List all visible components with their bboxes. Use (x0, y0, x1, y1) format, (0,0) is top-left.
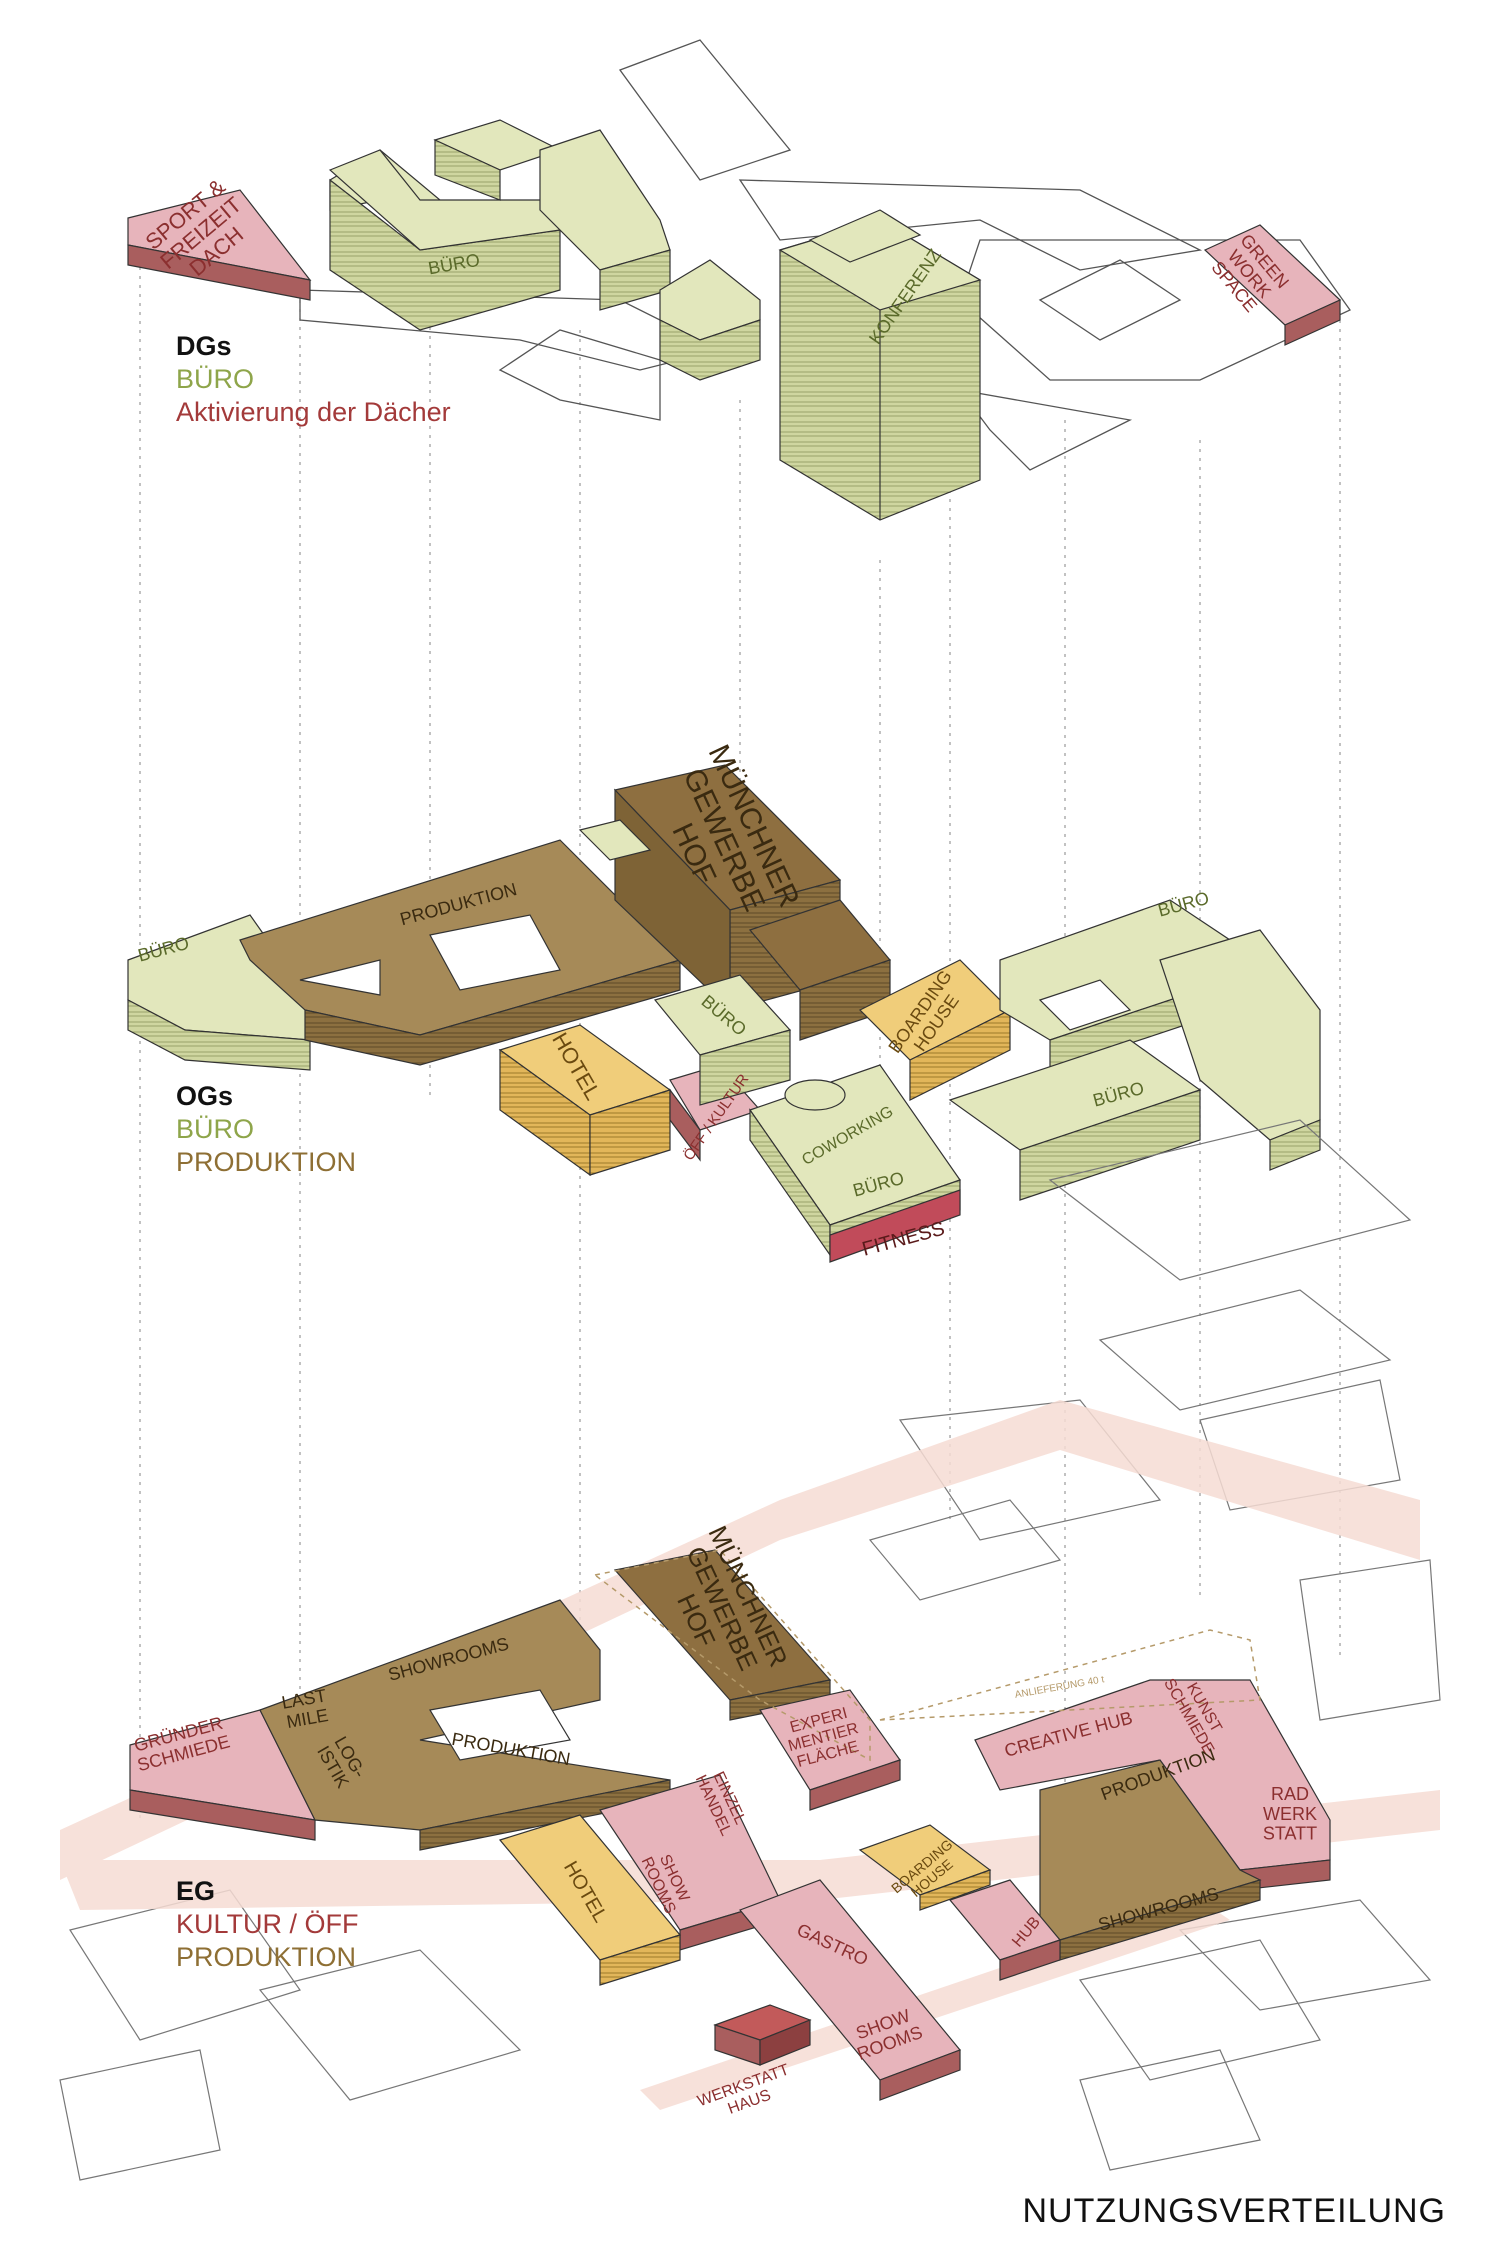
diagram-title: NUTZUNGSVERTEILUNG (1022, 2192, 1446, 2230)
dg-buero-blocks (328, 119, 761, 381)
label-line: STATT (1263, 1824, 1317, 1844)
eg-layer (129, 1549, 1331, 2101)
legend-dg: DGs BÜRO Aktivierung der Dächer (176, 330, 451, 429)
legend-og-line2: PRODUKTION (176, 1147, 357, 1177)
sport-block (127, 189, 312, 301)
legend-dg-line1: BÜRO (176, 364, 255, 394)
legend-dg-heading: DGs (176, 331, 232, 361)
eg-context-outlines (59, 1119, 1441, 2181)
legend-eg-heading: EG (176, 1876, 216, 1906)
legend-eg-line2: PRODUKTION (176, 1942, 357, 1972)
label-line: ANLIEFERUNG 40 t (1014, 1674, 1105, 1701)
konferenz-tower (778, 209, 982, 521)
label-last-mile: LASTMILE (280, 1685, 331, 1732)
og-layer (127, 764, 1321, 1263)
legend-og: OGs BÜRO PRODUKTION (176, 1080, 356, 1179)
label-anlieferung: ANLIEFERUNG 40 t (1014, 1674, 1105, 1701)
legend-eg-line1: KULTUR / ÖFF (176, 1909, 359, 1939)
legend-og-heading: OGs (176, 1081, 234, 1111)
legend-eg: EG KULTUR / ÖFF PRODUKTION (176, 1875, 359, 1974)
label-line: WERK (1263, 1804, 1317, 1824)
site-boundary (593, 1549, 1261, 1762)
legend-og-line1: BÜRO (176, 1114, 255, 1144)
label-experi: EXPERIMENTIERFLÄCHE (782, 1703, 865, 1772)
green-work-space-block (1203, 224, 1342, 346)
legend-dg-line2: Aktivierung der Dächer (176, 397, 451, 427)
label-line: RAD (1271, 1784, 1309, 1804)
